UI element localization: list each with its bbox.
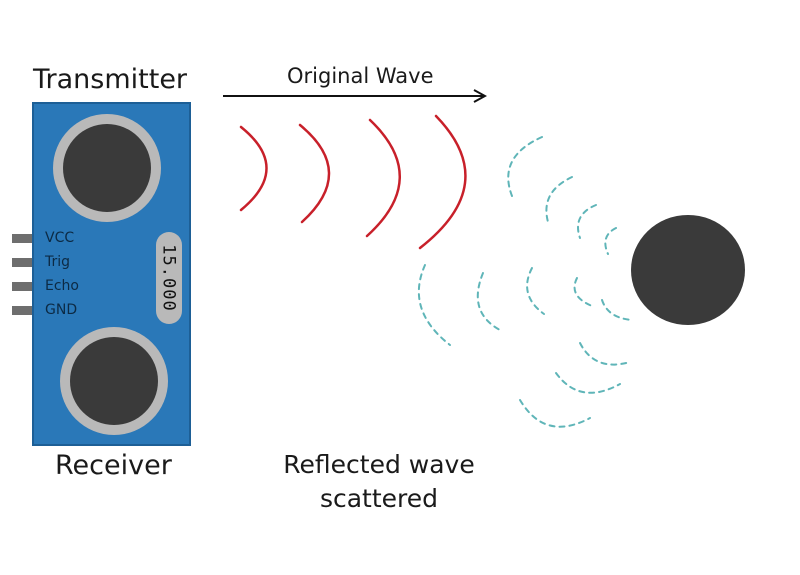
pin-trig — [12, 258, 34, 267]
reflected-wave-arc-1 — [507, 136, 543, 197]
sensor-readout: 15.000 — [156, 232, 182, 324]
transmitter-label: Transmitter — [33, 64, 188, 95]
pin-echo — [12, 282, 34, 291]
reflected-wave-arc-2 — [545, 176, 573, 223]
original-wave-arc-4 — [418, 114, 467, 250]
pin-label-trig: Trig — [45, 254, 71, 270]
sensor-pins — [12, 234, 34, 315]
original-wave-label: Original Wave — [287, 64, 434, 88]
reflected-wave-arc-9 — [601, 299, 633, 321]
original-wave-arc-1 — [239, 125, 268, 212]
original-waves — [239, 114, 467, 250]
receiver-label: Receiver — [55, 450, 172, 481]
readout-pill — [156, 232, 182, 324]
reflected-wave-arc-12 — [519, 399, 591, 428]
sensor-readout-value: 15.000 — [159, 244, 180, 312]
reflected-wave-arc-4 — [604, 227, 617, 255]
pin-vcc — [12, 234, 34, 243]
reflected-wave-label: Reflected wave scattered — [283, 450, 475, 513]
reflected-wave-arc-3 — [577, 204, 597, 239]
target-object — [631, 215, 745, 325]
reflected-wave-arc-8 — [573, 277, 593, 307]
original-wave-arc-3 — [365, 118, 401, 238]
reflected-wave-arc-11 — [555, 372, 621, 394]
reflected-wave-arc-7 — [526, 267, 545, 315]
reflected-waves — [417, 136, 633, 428]
original-wave-arc-2 — [298, 123, 331, 224]
pin-label-vcc: VCC — [45, 230, 75, 246]
reflected-wave-arc-10 — [579, 342, 631, 366]
pin-label-echo: Echo — [45, 278, 79, 294]
reflected-wave-arc-6 — [476, 272, 501, 331]
reflected-wave-arc-5 — [417, 264, 451, 346]
receiver-transducer — [60, 327, 168, 435]
pin-label-gnd: GND — [45, 302, 78, 318]
pin-gnd — [12, 306, 34, 315]
transmitter-transducer — [53, 114, 161, 222]
